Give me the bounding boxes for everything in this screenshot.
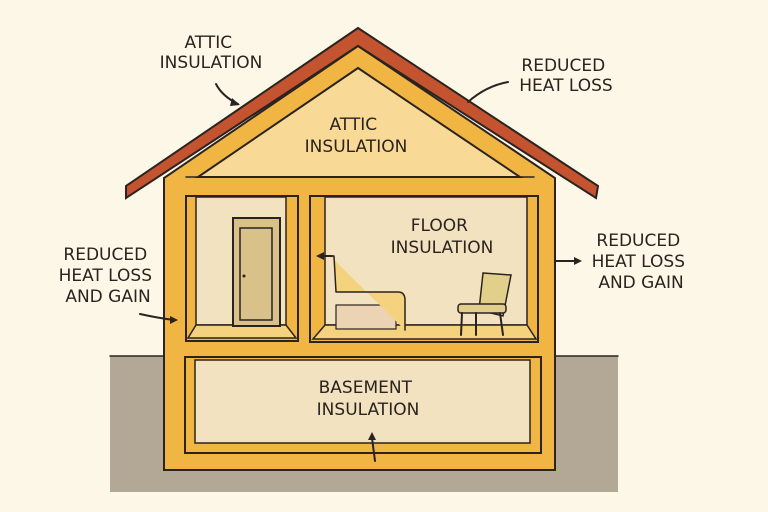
basement	[184, 356, 542, 454]
reduced-heat-loss-label: REDUCED HEAT LOSS	[519, 56, 612, 96]
basement-insulation-label: BASEMENT INSULATION	[317, 378, 420, 420]
attic-insulation-outside-label: ATTIC INSULATION	[160, 33, 263, 73]
left-side-label: REDUCED HEAT LOSS AND GAIN	[59, 245, 158, 307]
right-room	[309, 195, 539, 343]
chair-icon	[457, 272, 512, 336]
arrow-icon	[170, 316, 178, 324]
arrow-icon	[574, 257, 582, 265]
arrow-icon	[368, 432, 376, 440]
door-icon	[232, 217, 281, 327]
arrows	[139, 81, 582, 462]
sofa-icon	[329, 255, 406, 331]
arrow-icon	[230, 98, 240, 106]
arrow-icon	[316, 252, 324, 260]
floor-insulation-label: FLOOR INSULATION	[391, 216, 494, 258]
left-room	[185, 195, 299, 342]
attic-insulation-label: ATTIC INSULATION	[305, 115, 408, 157]
right-side-label: REDUCED HEAT LOSS AND GAIN	[592, 231, 691, 293]
